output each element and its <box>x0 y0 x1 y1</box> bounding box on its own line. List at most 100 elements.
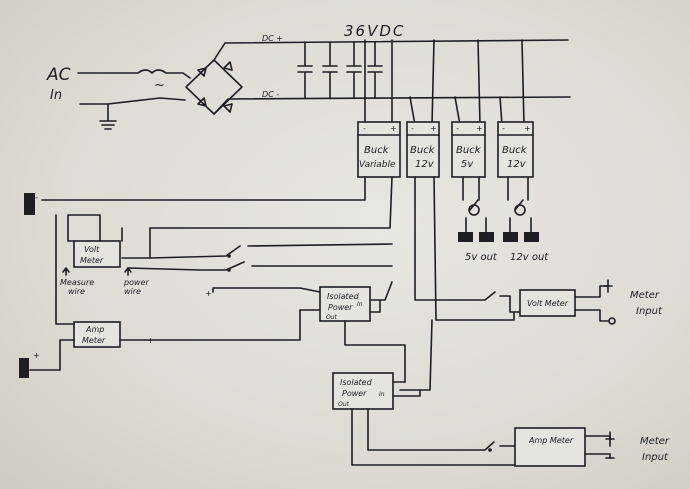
ac-label: AC <box>46 65 71 85</box>
switch1-contact <box>227 254 231 258</box>
ground-symbol <box>79 103 117 130</box>
jack-12v-a-icon <box>503 232 518 242</box>
buck2-plus: + <box>430 124 437 133</box>
buck4-sub: 12v <box>507 159 527 170</box>
dc-plus-label: DC + <box>262 34 283 43</box>
buck2-name: Buck <box>410 145 436 156</box>
power-wire-l1: power <box>123 278 149 287</box>
rectifier-diodes <box>197 61 233 113</box>
iso2-out: Out <box>338 401 350 408</box>
buck2-sub: 12v <box>415 159 435 170</box>
amp-meter-small-l1: Amp <box>85 325 104 334</box>
iso1-to-iso2-wire <box>344 320 406 383</box>
volt-meter-small-l1: Volt <box>84 245 100 254</box>
power-wire-l2: wire <box>124 287 141 296</box>
iso2-in: In <box>379 391 385 398</box>
switch2-contact <box>227 268 231 272</box>
buck12-to-voltmeter-wire <box>414 176 521 313</box>
amp-meter-big-label: Amp Meter <box>528 436 574 445</box>
iso1-input-wire <box>212 287 321 293</box>
amp-meter-small-wires <box>29 214 75 371</box>
volt-meter-small-wires <box>67 214 151 259</box>
meter-input-1-minus-icon <box>608 317 616 325</box>
volt-meter-big-label: Volt Meter <box>527 299 569 308</box>
amp-meter-small-box <box>73 321 121 348</box>
five-volt-out-label: 5v out <box>465 252 498 263</box>
iso2-to-ammeter-wires <box>351 408 516 466</box>
buck1-plus: + <box>390 124 397 133</box>
amp-to-iso1-wire <box>119 309 321 341</box>
bridge-rectifier <box>185 59 243 115</box>
buck-feed-wires <box>364 39 525 126</box>
variable-out-pos-wire <box>149 176 393 229</box>
iso1-plus-in: + <box>205 289 212 298</box>
ac-fuse-wire <box>77 69 191 79</box>
iso2-right-wires <box>392 381 421 397</box>
measure-wire-l1: Measure <box>60 278 94 287</box>
buck1-sub: Variable <box>359 160 396 170</box>
meter-input-1-plus-icon <box>603 279 613 293</box>
buck3-name: Buck <box>456 145 482 156</box>
buck1-name: Buck <box>364 145 390 156</box>
volt-meter-big-probe-wires <box>574 285 609 322</box>
buck-12v-out-box <box>497 121 534 178</box>
led-5v-icon <box>468 204 480 216</box>
voltage-title: 36VDC <box>344 22 405 40</box>
switch-wire-1 <box>149 243 393 259</box>
post-bottom-plus: + <box>33 351 40 360</box>
meter-input-1-l2: Input <box>636 306 663 317</box>
buck12-to-iso2-wire <box>399 319 433 391</box>
buck2-minus: - <box>411 124 414 133</box>
switch-wire-2 <box>127 261 393 271</box>
post-top-minus: - <box>35 193 38 202</box>
dc-minus-label: DC - <box>262 90 279 99</box>
jack-5v-b-icon <box>479 232 494 242</box>
wire-arrows <box>62 267 132 276</box>
ac-neutral-wire <box>107 97 186 105</box>
buck4-plus: + <box>524 124 531 133</box>
measure-wire-l2: wire <box>68 287 85 296</box>
buck4-minus: - <box>502 124 505 133</box>
buck3-sub: 5v <box>461 159 474 170</box>
jack-5v-a-icon <box>458 232 473 242</box>
buck-5v-box <box>451 121 486 178</box>
iso1-in: In <box>357 301 363 308</box>
dc-negative-rail <box>213 96 571 115</box>
iso1-right-wires <box>369 281 393 313</box>
volt-meter-small-l2: Meter <box>80 256 104 265</box>
iso2-switch-contact <box>488 448 492 452</box>
volt-meter-small-box <box>73 240 121 268</box>
led-12v-icon <box>514 204 526 216</box>
iso1-out: Out <box>326 314 338 321</box>
variable-out-neg-wire <box>41 176 366 201</box>
isolated-power-1-box <box>319 286 371 322</box>
iso1-l1: Isolated <box>327 292 360 301</box>
ac-in-label: In <box>50 88 62 103</box>
meter-input-1-l1: Meter <box>630 290 660 301</box>
meter-input-2-l1: Meter <box>640 436 670 447</box>
twelve-volt-out-label: 12v out <box>510 252 549 263</box>
buck3-minus: - <box>456 124 459 133</box>
buck1-minus: - <box>363 124 366 133</box>
led-label: + <box>147 336 154 345</box>
ac-tilde: ~ <box>154 78 165 93</box>
iso2-l2: Power <box>342 389 367 398</box>
iso2-l1: Isolated <box>340 378 373 387</box>
buck12-neg-wire <box>433 176 515 321</box>
buck4-name: Buck <box>502 145 528 156</box>
dc-positive-rail <box>213 39 569 61</box>
binding-post-top-icon <box>24 193 35 215</box>
amp-meter-small-l2: Meter <box>82 336 106 345</box>
iso1-l2: Power <box>328 303 353 312</box>
buck-12v-box <box>406 121 440 178</box>
jack-12v-b-icon <box>524 232 539 242</box>
binding-post-bottom-icon <box>19 358 29 378</box>
meter-input-2-l2: Input <box>642 452 669 463</box>
buck3-plus: + <box>476 124 483 133</box>
capacitor-bank <box>297 41 383 99</box>
meter-input-2-plus-icon <box>605 431 615 447</box>
isolated-power-2-box <box>332 372 394 410</box>
amp-meter-big-box <box>514 427 586 467</box>
buck-variable-box <box>357 121 401 178</box>
